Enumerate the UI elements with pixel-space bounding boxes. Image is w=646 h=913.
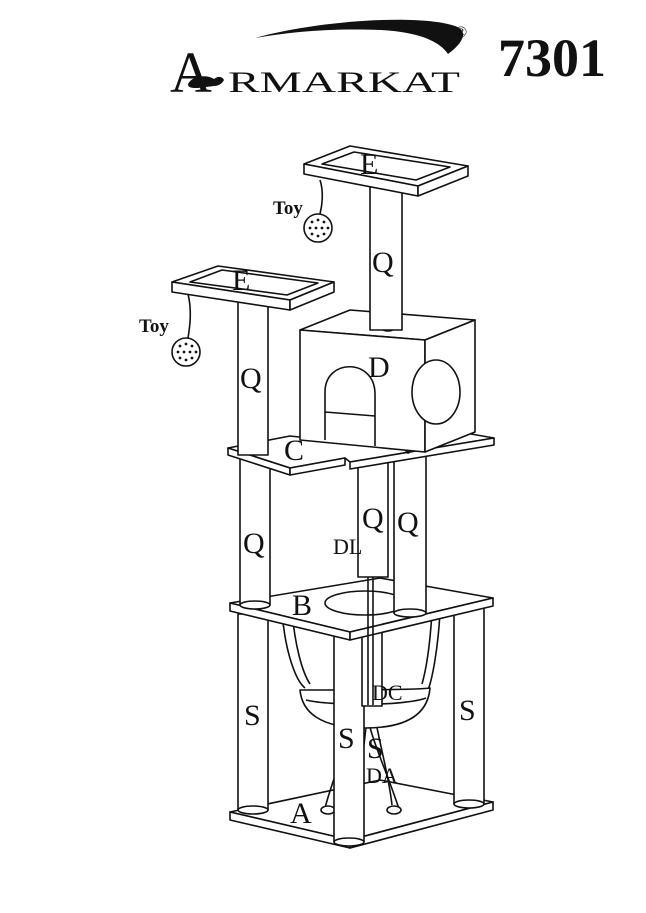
platform-b <box>229 577 494 641</box>
label-post-top: Q <box>372 246 394 279</box>
post-s-left <box>237 613 269 815</box>
logo-swoosh <box>255 19 464 55</box>
label-toy-top: Toy <box>273 198 303 219</box>
toy-ball-left <box>171 293 201 367</box>
label-post-s-front: S <box>338 722 355 755</box>
label-perch-top: E <box>360 148 378 181</box>
post-q-left-mid <box>239 454 271 610</box>
condo-arched-door <box>324 366 376 446</box>
condo-round-window <box>411 359 461 425</box>
post-q-top <box>369 184 403 331</box>
brand-logo: A RMARKAT ® 7301 <box>170 19 606 105</box>
perch-left <box>171 265 335 311</box>
platform-b-hole <box>324 590 406 616</box>
label-post-center-b: Q <box>397 506 419 539</box>
label-post-s-right: S <box>459 694 476 727</box>
label-perch-left: E <box>232 264 250 297</box>
label-post-center-a: Q <box>362 502 384 535</box>
post-s-front <box>333 621 365 847</box>
label-dangle-line: DL <box>333 534 362 559</box>
part-labels: E E Toy Toy Q Q D C Q Q Q DL B DC S S S … <box>139 148 476 830</box>
model-number: 7301 <box>498 28 606 88</box>
label-base: A <box>290 797 312 830</box>
label-post-s-left: S <box>244 699 261 732</box>
label-platform-c: C <box>284 434 304 467</box>
logo-initial: A <box>170 40 212 105</box>
label-basket: DC <box>372 680 403 705</box>
label-platform-b: B <box>292 589 312 622</box>
label-post-left-mid: Q <box>243 527 265 560</box>
label-post-s-center: S <box>367 732 384 765</box>
label-condo: D <box>368 351 390 384</box>
label-toy-left: Toy <box>139 316 169 337</box>
label-post-left-upper: Q <box>240 362 262 395</box>
toy-dots <box>176 218 330 362</box>
logo-cat-icon <box>188 76 224 88</box>
post-q-left-upper <box>237 294 269 456</box>
toy-ball-top <box>303 179 333 243</box>
perch-top <box>303 145 469 197</box>
logo-wordmark: RMARKAT <box>228 66 460 99</box>
registered-mark: ® <box>455 24 467 41</box>
label-dangle-a: DA <box>366 763 398 788</box>
